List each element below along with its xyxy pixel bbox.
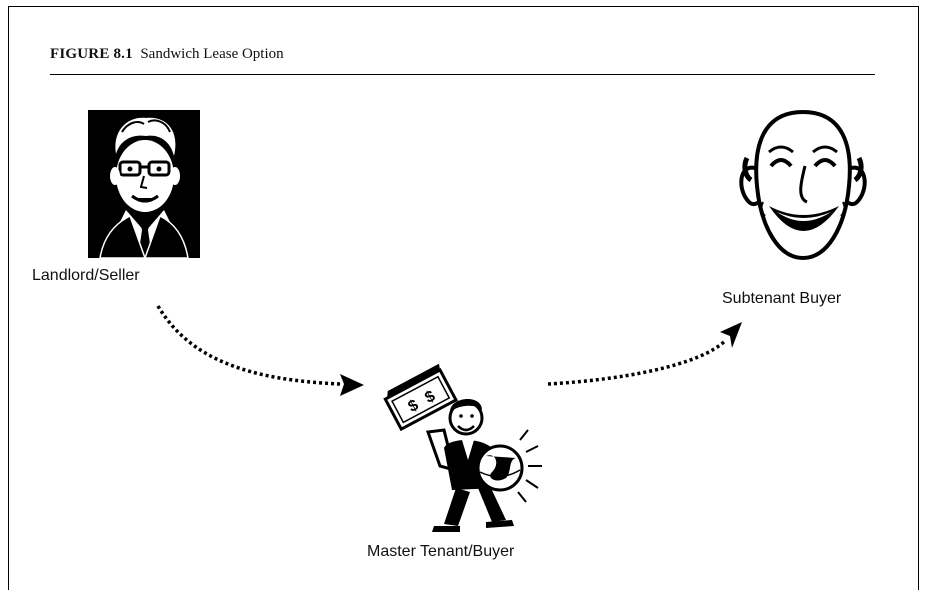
landlord-seller-label: Landlord/Seller <box>32 267 140 284</box>
master-tenant-buyer-label: Master Tenant/Buyer <box>367 543 515 560</box>
arrow-master-to-subtenant <box>547 322 742 386</box>
figure-frame <box>8 6 919 590</box>
figure-number: FIGURE 8.1 <box>50 46 133 62</box>
figure-title: Sandwich Lease Option <box>140 46 284 62</box>
arrow-landlord-to-master <box>156 305 364 396</box>
title-rule <box>50 74 875 75</box>
figure-caption: FIGURE 8.1 Sandwich Lease Option <box>50 46 284 63</box>
subtenant-buyer-label: Subtenant Buyer <box>722 290 842 307</box>
man-with-glasses-portrait-icon <box>88 110 200 258</box>
man-holding-money-and-globe-icon: $ $ <box>383 363 542 532</box>
smiling-face-icon <box>739 109 867 261</box>
